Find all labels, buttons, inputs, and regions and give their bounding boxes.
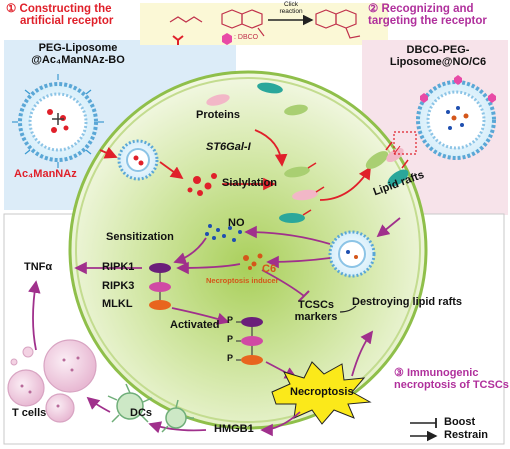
p-label-1: P bbox=[227, 315, 234, 325]
proteins-group bbox=[206, 82, 308, 116]
liposome-right-label: DBCO-PEG- Liposome@NO/C6 bbox=[370, 44, 506, 68]
necroptosis-burst bbox=[271, 361, 372, 425]
dbco-legend-label: : DBCO bbox=[234, 34, 259, 41]
mlkl-label: MLKL bbox=[102, 298, 133, 310]
arrow-dcs-to-tcells bbox=[86, 396, 111, 413]
arrow-sialylation-to-rafts bbox=[319, 166, 371, 201]
title-right: ② Recognizing and targeting the receptor bbox=[368, 3, 487, 27]
small-liposome bbox=[117, 139, 159, 181]
ripk3-shape bbox=[149, 282, 171, 292]
tnfa-label: TNFα bbox=[24, 261, 53, 273]
t-cells bbox=[7, 339, 97, 423]
tumor-cell bbox=[68, 70, 428, 430]
arrow-small-to-dots bbox=[159, 161, 184, 180]
title-bottom-number: ③ bbox=[394, 367, 404, 379]
c6-label: C6 bbox=[262, 263, 277, 275]
title-left-number: ① bbox=[6, 3, 17, 15]
p-ripk1-shape bbox=[241, 317, 263, 327]
arrow-necroptosis-to-hmgb1 bbox=[260, 411, 301, 437]
tcscs-line2: markers bbox=[294, 310, 338, 323]
liposome-right-line2: Liposome@NO/C6 bbox=[389, 55, 487, 68]
title-left-line2: artificial receptor bbox=[20, 15, 114, 28]
arrow-tcells-to-tnfa bbox=[28, 280, 41, 351]
arrow-proteins-to-product bbox=[254, 129, 288, 167]
title-left-line1: Constructing the bbox=[19, 3, 112, 15]
p-label-3: P bbox=[227, 353, 234, 363]
liposome-left-label: PEG-Liposome @Ac₄ManNAz-BO bbox=[8, 42, 148, 66]
tcscs-markers-label: TCSCs markers bbox=[288, 299, 344, 323]
inhibit-bar-markers bbox=[298, 290, 310, 302]
lipid-raft-proteins bbox=[365, 141, 409, 187]
title-right-line2: targeting the receptor bbox=[368, 15, 487, 28]
p-mlkl-shape bbox=[241, 355, 263, 365]
mlkl-shape bbox=[149, 300, 171, 310]
title-bottom-line2: necroptosis of TCSCs bbox=[394, 378, 509, 391]
ripk3-label: RIPK3 bbox=[102, 280, 135, 292]
ac4mannaz-label: Ac₄ManNAz bbox=[14, 168, 77, 180]
necroptosis-inducer-label: Necroptosis inducer bbox=[206, 276, 279, 285]
legend-restrain-label: Restrain bbox=[444, 429, 489, 441]
tcscs-line1: TCSCs bbox=[297, 299, 335, 311]
necroptosis-label: Necroptosis bbox=[290, 386, 354, 398]
liposome-release bbox=[328, 230, 376, 278]
legend-boost-symbol bbox=[410, 418, 437, 428]
liposome-left-line1: PEG-Liposome bbox=[38, 42, 118, 54]
dbco-peg-liposome-right bbox=[416, 75, 496, 160]
arrow-activated bbox=[171, 307, 230, 325]
activated-label: Activated bbox=[170, 319, 220, 331]
t-cells-label: T cells bbox=[12, 407, 47, 419]
dendritic-cells bbox=[107, 383, 194, 433]
dcs-label: DCs bbox=[130, 407, 153, 419]
st6gal-label: ST6Gal-I bbox=[206, 141, 251, 153]
no-dots bbox=[205, 224, 242, 242]
click-label-line1: Click bbox=[283, 1, 299, 8]
click-reaction-label: Click reaction bbox=[268, 1, 314, 16]
no-label: NO bbox=[228, 217, 245, 229]
arrow-hmgb1-to-dcs bbox=[148, 421, 207, 434]
liposome-right-line1: DBCO-PEG- bbox=[406, 44, 470, 56]
released-ac4mannaz-dots bbox=[187, 173, 217, 196]
arrow-liposome-to-small bbox=[99, 146, 118, 159]
proteins-label: Proteins bbox=[196, 109, 241, 121]
arrow-no-to-ripk1 bbox=[173, 237, 207, 265]
arrow-c6-to-ripk1 bbox=[176, 261, 241, 275]
title-bottom-line1: Immunogenic bbox=[406, 367, 479, 379]
sialylated-proteins bbox=[279, 162, 325, 223]
title-right-line1: Recognizing and bbox=[381, 3, 474, 15]
hmgb1-label: HMGB1 bbox=[214, 423, 254, 435]
arrow-liposome-to-no bbox=[244, 225, 331, 245]
tumor-cell-inner-ring bbox=[75, 77, 421, 423]
ripk1-label: RIPK1 bbox=[102, 261, 135, 273]
binding-highlight-box bbox=[393, 131, 417, 155]
p-label-2: P bbox=[227, 334, 234, 344]
c6-dots bbox=[243, 253, 263, 270]
title-bottom: ③ Immunogenic necroptosis of TCSCs bbox=[394, 367, 509, 391]
p-ripk3-shape bbox=[241, 336, 263, 346]
sialylation-label: Sialylation bbox=[222, 177, 278, 189]
azide-legend-symbol bbox=[172, 35, 184, 45]
dbco-legend-symbol bbox=[222, 33, 232, 45]
arrow-markers-to-destroy bbox=[339, 305, 357, 313]
destroying-label: Destroying lipid rafts bbox=[352, 296, 463, 308]
title-left: ① Constructing the artificial receptor bbox=[6, 3, 113, 27]
title-right-number: ② bbox=[368, 3, 379, 15]
liposome-left-line2: @Ac₄ManNAz-BO bbox=[31, 53, 125, 66]
legend-boost-label: Boost bbox=[444, 416, 476, 428]
left-liposome-peg-spikes bbox=[12, 74, 104, 168]
click-label-line2: reaction bbox=[279, 7, 303, 15]
sensitization-label: Sensitization bbox=[106, 231, 174, 243]
ripk1-shape bbox=[149, 263, 171, 273]
inhibit-c6-to-markers bbox=[261, 269, 305, 297]
arrow-necroptosis-to-destroy bbox=[351, 330, 374, 377]
click-reaction-scheme bbox=[169, 9, 361, 39]
arrow-liposome-to-c6 bbox=[266, 255, 331, 269]
peg-liposome-left bbox=[18, 82, 98, 162]
arrow-rafts-to-liposome bbox=[376, 217, 401, 238]
